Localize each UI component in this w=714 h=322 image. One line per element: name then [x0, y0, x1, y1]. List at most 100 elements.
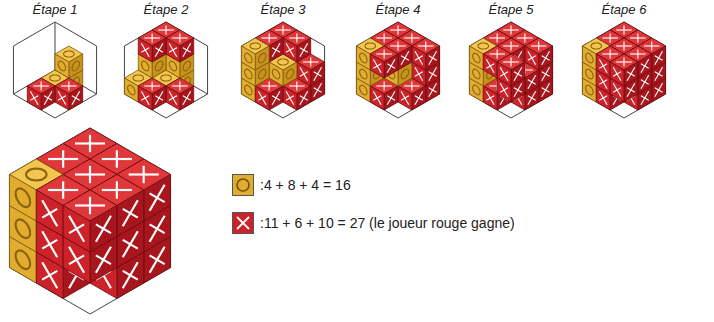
cross-mark	[75, 204, 105, 206]
final-board	[9, 128, 170, 314]
cross-mark	[401, 51, 409, 64]
cross-mark	[129, 173, 159, 175]
cube-face	[9, 175, 36, 222]
cube-face	[624, 62, 638, 86]
cross-mark	[61, 85, 77, 86]
cross-mark	[96, 216, 111, 242]
cross-mark	[123, 262, 138, 288]
swatch-symbol	[233, 175, 253, 195]
cube-face	[69, 86, 83, 110]
step-board	[356, 22, 439, 118]
cross-mark	[102, 189, 132, 191]
cross-mark	[183, 91, 191, 104]
cross-mark	[303, 61, 319, 62]
cross-mark	[144, 37, 160, 38]
circle-mark	[360, 85, 367, 95]
cross-mark	[373, 91, 381, 104]
cube-face	[55, 54, 69, 78]
cross-mark	[602, 53, 618, 54]
cube-face	[269, 38, 283, 62]
game-cube	[55, 78, 83, 110]
cube-face	[412, 86, 426, 110]
cross-mark	[155, 43, 163, 56]
cross-mark	[141, 43, 149, 56]
cross-mark	[630, 53, 646, 54]
cross-mark	[150, 216, 165, 242]
cube-face	[370, 54, 384, 78]
cross-mark	[641, 75, 649, 88]
cube-face	[124, 78, 138, 102]
board-frame	[356, 22, 439, 118]
cross-mark	[616, 29, 632, 30]
cube-face	[652, 46, 666, 70]
cross-mark	[72, 91, 80, 104]
cross-mark	[489, 37, 505, 38]
cube-face	[412, 46, 426, 70]
cube-face	[138, 38, 152, 62]
cross-mark	[429, 83, 437, 96]
cross-mark	[272, 91, 280, 104]
circle-mark	[286, 69, 293, 79]
cross-mark	[286, 91, 294, 104]
cube-face	[138, 86, 152, 110]
step-board	[582, 22, 665, 118]
cross-mark	[48, 158, 78, 160]
cross-mark	[169, 43, 177, 56]
cube-face	[283, 62, 297, 86]
game-cube	[63, 190, 117, 252]
cube-face	[241, 46, 255, 70]
cross-mark	[655, 83, 663, 96]
circle-mark	[169, 61, 176, 71]
cross-mark	[376, 85, 392, 86]
cube-face	[384, 54, 398, 78]
cube-face	[638, 54, 652, 78]
cube-face	[539, 46, 553, 70]
cross-mark	[401, 91, 409, 104]
cube-face	[525, 70, 539, 94]
cube-face	[144, 175, 171, 222]
cube-face	[27, 86, 41, 110]
cube-face	[180, 38, 194, 62]
step-label: Étape 5	[456, 2, 566, 18]
cross-mark	[404, 37, 420, 38]
cube-face	[582, 46, 596, 70]
circle-mark	[141, 61, 148, 71]
board-frame	[582, 22, 665, 118]
cube-face	[483, 54, 497, 78]
cube-face	[283, 38, 297, 62]
step-board	[124, 22, 207, 118]
circle-mark	[26, 169, 47, 181]
cross-mark	[314, 83, 322, 96]
cross-mark	[390, 29, 406, 30]
cube-face	[255, 86, 269, 110]
cross-mark	[48, 189, 78, 191]
cube-face	[255, 46, 269, 70]
circle-mark	[183, 61, 190, 71]
game-cube	[241, 38, 269, 70]
cube-face	[469, 46, 483, 70]
cross-mark	[69, 247, 84, 273]
game-cube	[412, 38, 440, 70]
cube-face	[297, 86, 311, 110]
cube-face	[36, 190, 63, 237]
cube-face	[398, 86, 412, 110]
cross-mark	[58, 91, 66, 104]
cross-mark	[387, 91, 395, 104]
cross-mark	[641, 59, 649, 72]
cross-mark	[96, 247, 111, 273]
step-board	[469, 22, 552, 118]
cross-mark	[42, 262, 57, 288]
cross-mark	[75, 142, 105, 144]
cross-mark	[172, 37, 188, 38]
cross-mark	[261, 37, 277, 38]
board-frame	[13, 22, 96, 118]
cross-mark	[486, 59, 494, 72]
circle-mark	[365, 43, 376, 49]
cross-mark	[528, 91, 536, 104]
cube-face	[483, 86, 497, 110]
cube-face	[525, 46, 539, 70]
cross-mark	[613, 67, 621, 80]
cross-mark	[542, 67, 550, 80]
cross-mark	[627, 67, 635, 80]
cross-mark	[517, 37, 533, 38]
